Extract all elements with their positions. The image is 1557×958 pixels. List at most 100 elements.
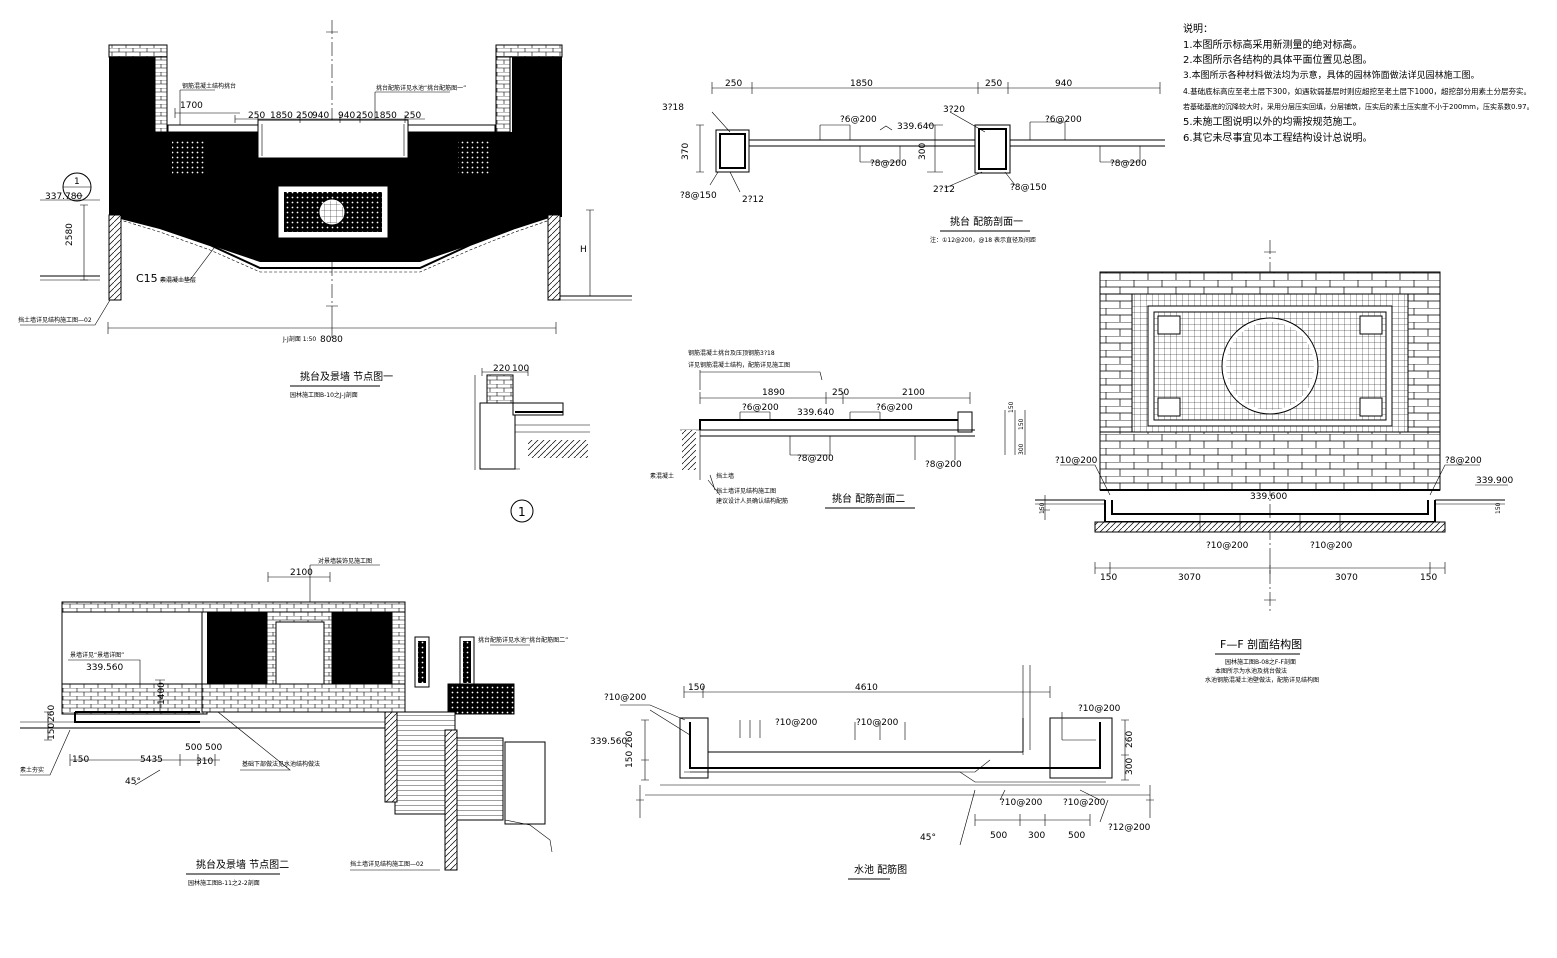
dim: 100 [512, 364, 529, 374]
detail-callout: 1 [518, 505, 526, 519]
note: 挡土墙详见结构施工图 [716, 487, 776, 495]
elevation: 339.640 [897, 122, 934, 132]
dim: 150 [1495, 502, 1502, 514]
rebar-section-2 [680, 370, 1026, 496]
rebar-label: ?10@200 [1310, 541, 1353, 551]
top-note: 钢筋混凝土结构挑台 [182, 82, 236, 90]
dim: 500 [990, 831, 1007, 841]
view2-title: 挑台及景墙 节点图二 [196, 858, 289, 871]
rebar-label: ?10@200 [856, 718, 899, 728]
dim-top: 1850 [270, 111, 293, 121]
section-mark: J-J剖面 1:50 [282, 335, 316, 343]
pool-rebar-detail [620, 665, 1154, 846]
note: 建议设计人员确认结构配筋 [716, 497, 788, 505]
notes-heading: 说明： [1183, 24, 1213, 35]
dim: 500 [185, 743, 202, 753]
elevation: 339.560 [86, 663, 123, 673]
section-ff-subtitle: 水池钢筋混凝土池壁做法，配筋详见结构图 [1205, 676, 1319, 684]
dim: 1890 [762, 388, 785, 398]
rebar-label: ?10@200 [604, 693, 647, 703]
dim: 220 [493, 364, 510, 374]
section-ff-subtitle: 本图所示为水池及挑台做法 [1215, 667, 1287, 675]
dim: 300 [1125, 758, 1135, 775]
rebar-label: ?6@200 [840, 115, 877, 125]
elevation: 339.560 [590, 737, 627, 747]
rebar-label: ?8@200 [870, 159, 907, 169]
dim-width: 8080 [320, 335, 343, 345]
dim: 2100 [902, 388, 925, 398]
dim: 1400 [157, 682, 167, 705]
dim: 150 [688, 683, 705, 693]
detail-1 [474, 368, 590, 523]
note: 景墙详见“景墙详图” [70, 651, 124, 659]
dim-top: 250 [296, 111, 313, 121]
dim-top: 1850 [374, 111, 397, 121]
dim-top-left: 1700 [180, 101, 203, 111]
dim: 1850 [850, 79, 873, 89]
dim: 300 [918, 143, 928, 160]
rebar-label: ?10@200 [1000, 798, 1043, 808]
note: 挑台配筋详见水池“挑台配筋图二” [478, 636, 568, 644]
dim-top: 250 [356, 111, 373, 121]
rebar-label: ?10@200 [1055, 456, 1098, 466]
dim: 5435 [140, 755, 163, 765]
rebar-label: ?6@200 [742, 403, 779, 413]
dim: 500 [1068, 831, 1085, 841]
note: 素土夯实 [20, 766, 44, 774]
note-item: 5.未施工图说明以外的均需按规范施工。 [1183, 117, 1363, 128]
rebar-section-1 [696, 82, 1165, 193]
dim-height: 2580 [65, 223, 75, 246]
rebar1-title: 挑台 配筋剖面一 [950, 215, 1023, 228]
rebar2-title: 挑台 配筋剖面二 [832, 492, 905, 505]
note: 挡土墙 [716, 472, 734, 480]
note-item: 6.其它未尽事宜见本工程结构设计总说明。 [1183, 132, 1373, 144]
dim: 150 [1420, 573, 1437, 583]
rebar-label: ?8@200 [1445, 456, 1482, 466]
note-item: 若基础基底的沉降较大时，采用分层压实回填，分层铺筑，压实后的素土压实度不小于20… [1183, 102, 1534, 111]
section-ff [1035, 240, 1508, 612]
dim: 150 [1100, 573, 1117, 583]
note: 对景墙装饰见施工图 [318, 557, 372, 565]
c15-note: 素混凝土垫层 [160, 276, 196, 284]
dim: 150 [1008, 401, 1015, 413]
height-label: H [580, 245, 587, 255]
dim: 2100 [290, 568, 313, 578]
rebar-label: ?8@200 [1110, 159, 1147, 169]
dim: 300 [1028, 831, 1045, 841]
rebar-label: ?10@200 [1063, 798, 1106, 808]
rebar-label: 2?12 [742, 195, 764, 205]
dim: 150 [1039, 502, 1046, 514]
note: 基础下部做法见水池结构做法 [242, 760, 320, 768]
rebar-label: ?8@150 [680, 191, 717, 201]
elevation: 339.600 [1250, 492, 1287, 502]
dim-top: 250 [404, 111, 421, 121]
dim: 310 [196, 757, 213, 767]
dim: 260 [625, 731, 635, 748]
rebar-label: ?8@200 [797, 454, 834, 464]
rebar1-subtitle: 注：①12@200，@18 表示直径及间距 [930, 236, 1036, 244]
dim: 250 [985, 79, 1002, 89]
dim: 250 [725, 79, 742, 89]
dim: 250 [832, 388, 849, 398]
dim: 500 [205, 743, 222, 753]
rebar-label: ?10@200 [775, 718, 818, 728]
view1-subtitle: 园林施工图B-10之J-J剖面 [290, 391, 358, 399]
note-item: 2.本图所示各结构的具体平面位置见总图。 [1183, 55, 1373, 66]
rebar-label: ?8@200 [925, 460, 962, 470]
dim-top: 250 [248, 111, 265, 121]
rebar-label: ?10@200 [1206, 541, 1249, 551]
rebar-label: ?8@150 [1010, 183, 1047, 193]
dim: 370 [681, 143, 691, 160]
note: 挡土墙详见结构施工图—02 [350, 860, 424, 868]
dim: 150 [47, 723, 57, 740]
note: 详见钢筋混凝土结构，配筋详见施工图 [688, 361, 790, 369]
elevation: 339.900 [1476, 476, 1513, 486]
c15-label: C15 [136, 272, 158, 285]
rebar-label: 2?12 [933, 185, 955, 195]
angle: 45° [920, 833, 936, 843]
section-ff-subtitle: 园林施工图B-08之F-F剖面 [1225, 658, 1296, 666]
retaining-wall-note: 挡土墙详见结构施工图—02 [18, 316, 92, 324]
rebar-label: 3?20 [943, 105, 965, 115]
view1-title: 挑台及景墙 节点图一 [300, 370, 393, 383]
